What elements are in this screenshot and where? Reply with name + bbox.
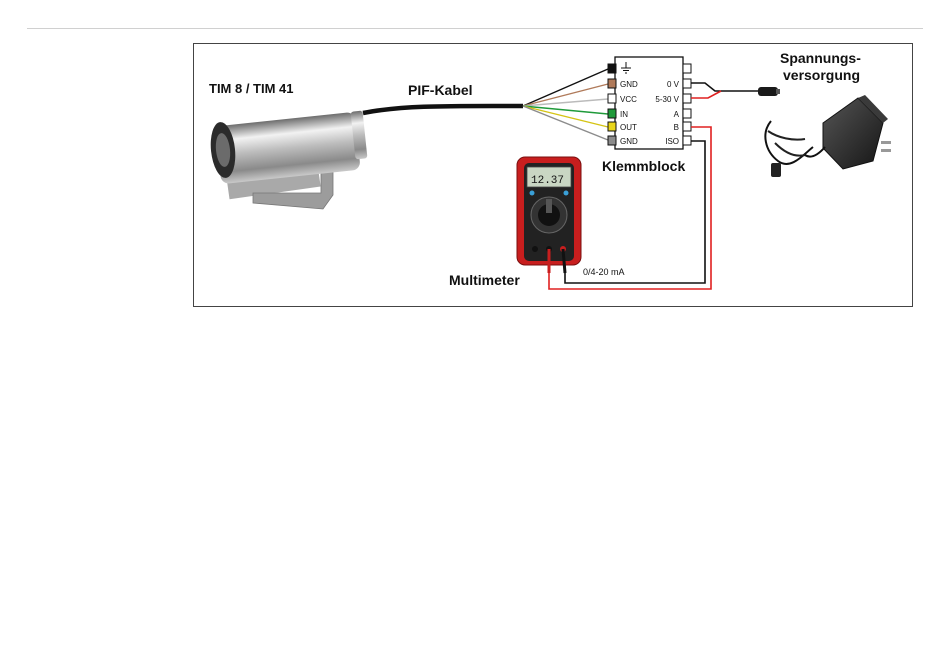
- wiring-diagram: TIM 8 / TIM 41 PIF-Kabel: [193, 43, 913, 307]
- current-label: 0/4-20 mA: [583, 267, 625, 277]
- terminal-left-gnd: GND: [620, 80, 638, 89]
- meter-display: 12.37: [531, 175, 564, 187]
- terminal-right-iso: ISO: [665, 137, 679, 146]
- terminal-right-b: B: [674, 123, 679, 132]
- header-rule: [27, 28, 923, 29]
- multimeter-illustration: 12.37: [517, 157, 581, 273]
- terminal-right-a: A: [674, 110, 680, 119]
- pif-cable: [363, 106, 523, 113]
- terminal-left-out: OUT: [620, 123, 637, 132]
- power-plug: [758, 87, 778, 96]
- terminal-left-in: IN: [620, 110, 628, 119]
- meter-label: Multimeter: [449, 272, 520, 288]
- power-wires: [691, 83, 758, 98]
- power-adapter-illustration: [765, 95, 891, 177]
- power-label-line1: Spannungs-: [780, 50, 861, 66]
- cable-label: PIF-Kabel: [408, 82, 473, 98]
- terminal-label: Klemmblock: [602, 158, 685, 174]
- sensor-illustration: [208, 111, 367, 209]
- terminal-left-gnd2: GND: [620, 137, 638, 146]
- sensor-label: TIM 8 / TIM 41: [209, 81, 294, 96]
- cable-fanout: [523, 69, 608, 140]
- power-label-line2: versorgung: [783, 67, 860, 83]
- terminal-right-0v: 0 V: [667, 80, 680, 89]
- terminal-right-5-30v: 5-30 V: [655, 95, 679, 104]
- terminal-left-vcc: VCC: [620, 95, 637, 104]
